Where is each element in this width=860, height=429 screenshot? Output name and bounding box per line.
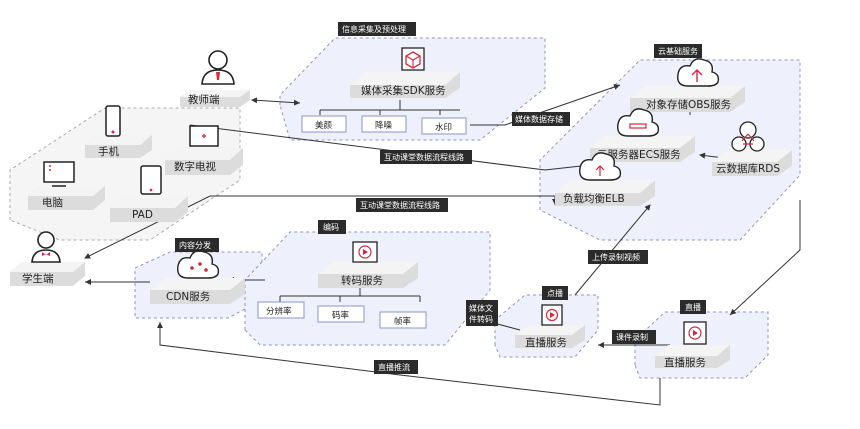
elb-label: 负载均衡ELB — [563, 192, 625, 205]
tag-vod: 点播 — [542, 286, 568, 300]
svg-text:互动课堂数据流程线路: 互动课堂数据流程线路 — [384, 152, 464, 162]
vod-service-node[interactable]: 直播服务 — [515, 304, 585, 349]
rds-label: 云数据库RDS — [716, 162, 780, 175]
elb-node[interactable]: 负载均衡ELB — [555, 152, 655, 206]
tag-live: 直播 — [680, 300, 706, 314]
watermark-item[interactable]: 水印 — [421, 117, 467, 135]
beauty-item[interactable]: 美颜 — [301, 115, 347, 133]
framerate-item[interactable]: 帧率 — [379, 311, 427, 329]
tv-node[interactable]: 数字电视 — [165, 125, 243, 175]
cube-icon — [401, 47, 425, 71]
transcode-node[interactable]: 转码服务 — [318, 241, 418, 288]
sdk-node[interactable]: 媒体采集SDK服务 — [350, 47, 460, 98]
tag-course-record: 课件录制 — [612, 330, 656, 344]
svg-text:直播: 直播 — [685, 302, 701, 312]
framerate-label: 帧率 — [394, 316, 412, 327]
obs-label: 对象存储OBS服务 — [646, 98, 731, 111]
teacher-node[interactable]: 教师端 — [180, 50, 250, 107]
phone-icon — [105, 105, 121, 137]
svg-text:课件录制: 课件录制 — [616, 332, 648, 342]
transcode-label: 转码服务 — [341, 274, 383, 287]
svg-text:媒体文: 媒体文 — [469, 303, 493, 313]
svg-text:件转码: 件转码 — [469, 314, 493, 324]
denoise-label: 降噪 — [375, 120, 393, 131]
tablet-icon — [140, 165, 162, 195]
play-frame-icon — [352, 241, 378, 263]
ecs-node[interactable]: 云服务器ECS服务 — [590, 108, 695, 162]
obs-node[interactable]: 对象存储OBS服务 — [630, 58, 745, 112]
pad-label: PAD — [132, 209, 153, 221]
beauty-label: 美颜 — [315, 120, 333, 131]
svg-text:点播: 点播 — [547, 288, 563, 298]
tv-icon — [189, 125, 219, 147]
computer-node[interactable]: 电脑 — [28, 161, 105, 210]
sdk-label: 媒体采集SDK服务 — [361, 84, 446, 97]
database-cluster-icon — [731, 121, 765, 152]
tag-media-storage: 媒体数据存储 — [512, 112, 570, 126]
monitor-icon — [43, 161, 75, 187]
computer-label: 电脑 — [42, 196, 63, 209]
vod-play-icon — [541, 304, 563, 326]
svg-text:信息采集及预处理: 信息采集及预处理 — [342, 24, 406, 34]
watermark-label: 水印 — [435, 122, 452, 133]
tag-interactive-route-1: 互动课堂数据流程线路 — [380, 150, 472, 164]
vod-service-label: 直播服务 — [525, 336, 567, 349]
live-play-icon — [683, 321, 707, 345]
live-service-label: 直播服务 — [664, 356, 706, 369]
svg-text:直播推流: 直播推流 — [378, 362, 410, 372]
tag-live-push: 直播推流 — [374, 360, 418, 374]
tag-media-transcode: 媒体文 件转码 — [466, 300, 498, 326]
pad-node[interactable]: PAD — [110, 165, 188, 222]
cloud-balancer-icon — [579, 152, 622, 181]
rds-node[interactable]: 云数据库RDS — [712, 121, 792, 176]
tag-upload-video: 上传录制视频 — [588, 250, 648, 264]
svg-text:媒体数据存储: 媒体数据存储 — [515, 114, 563, 124]
svg-text:内容分发: 内容分发 — [179, 240, 211, 250]
cloud-server-icon — [617, 108, 660, 137]
svg-text:上传录制视频: 上传录制视频 — [592, 252, 640, 262]
phone-node[interactable]: 手机 — [85, 105, 152, 158]
tv-label: 数字电视 — [174, 160, 216, 173]
svg-text:编码: 编码 — [323, 222, 339, 232]
denoise-item[interactable]: 降噪 — [361, 115, 407, 133]
cdn-node[interactable]: CDN服务 — [150, 250, 245, 304]
bitrate-label: 码率 — [332, 310, 350, 321]
tag-info-collect: 信息采集及预处理 — [338, 22, 416, 36]
tag-content-dist: 内容分发 — [175, 238, 219, 252]
resolution-item[interactable]: 分辨率 — [257, 301, 305, 319]
svg-text:互动课堂数据流程线路: 互动课堂数据流程线路 — [360, 200, 440, 210]
teacher-avatar-icon — [201, 50, 235, 85]
tag-interactive-route-2: 互动课堂数据流程线路 — [356, 198, 448, 212]
tag-cloud-base: 云基础服务 — [654, 44, 702, 58]
cdn-label: CDN服务 — [166, 290, 211, 303]
student-node[interactable]: 学生端 — [10, 231, 85, 286]
resolution-label: 分辨率 — [266, 306, 292, 317]
live-service-node[interactable]: 直播服务 — [655, 321, 730, 369]
tag-encode: 编码 — [318, 220, 346, 234]
ecs-label: 云服务器ECS服务 — [597, 148, 681, 161]
phone-label: 手机 — [98, 145, 119, 158]
student-label: 学生端 — [22, 272, 54, 285]
bitrate-item[interactable]: 码率 — [317, 305, 365, 323]
encode-panel — [244, 231, 491, 346]
cloud-upload-icon — [677, 58, 720, 87]
teacher-label: 教师端 — [188, 93, 220, 106]
svg-text:云基础服务: 云基础服务 — [658, 46, 698, 56]
student-avatar-icon — [31, 231, 61, 263]
cdn-cloud-icon — [177, 250, 220, 279]
